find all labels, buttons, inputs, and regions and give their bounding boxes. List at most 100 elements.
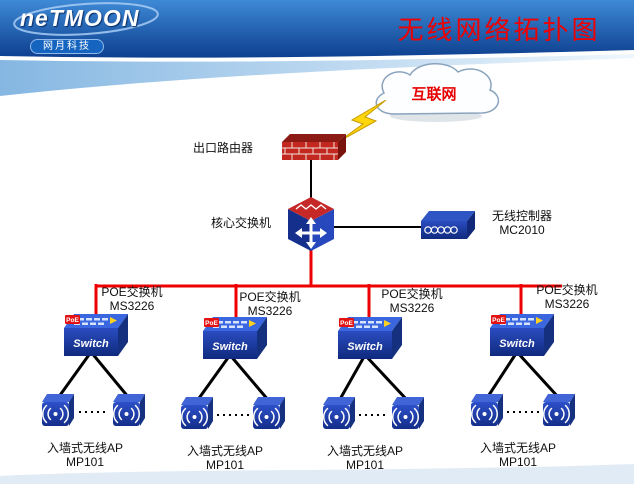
poe-switch-model: MS3226 (109, 299, 155, 313)
ap-icon (253, 397, 285, 429)
logo-ellipse (13, 2, 159, 36)
wireless-icon (471, 404, 498, 424)
ap-icon (323, 397, 355, 429)
switch-side (118, 314, 128, 356)
poe-badge (65, 315, 80, 324)
switch-text: Switch (73, 338, 109, 350)
switch-arrow-icon (384, 320, 391, 327)
poe-switch-node-4: PoE Switch (490, 314, 554, 356)
internet-label: 互联网 (411, 86, 457, 103)
core-switch-top-face (288, 197, 334, 221)
poe-switch-label-1: POE交换机 MS3226 (94, 285, 170, 313)
ap-link-line (195, 354, 232, 402)
poe-badge-text: PoE (66, 317, 79, 324)
poe-switch-label-4: POE交换机 MS3226 (529, 283, 605, 311)
poe-switch-model: MS3226 (544, 297, 590, 311)
ap-node (541, 394, 577, 428)
poe-switch-model: MS3226 (389, 301, 435, 315)
switch-arrow-icon (249, 320, 256, 327)
ap-icon (42, 394, 74, 426)
poe-badge-text: PoE (340, 320, 353, 327)
switch-front (64, 328, 118, 356)
router-brick-lines (282, 142, 338, 160)
core-switch-node (286, 193, 336, 253)
cloud-icon (375, 63, 500, 122)
footer-swoosh-shape (0, 464, 634, 484)
controller-name: 无线控制器 (491, 209, 552, 223)
ap-name: 入墙式无线AP (186, 444, 263, 458)
poe-switch-icon: PoE Switch (203, 317, 267, 359)
ap-node (111, 394, 147, 428)
poe-switch-label-3: POE交换机 MS3226 (374, 287, 450, 315)
ap-model: MP101 (498, 455, 538, 469)
controller-model: MC2010 (499, 223, 545, 237)
poe-switch-model: MS3226 (247, 304, 293, 318)
ap-model: MP101 (205, 458, 245, 472)
ap-link-line (56, 351, 93, 399)
poe-switch-name: POE交换机 (381, 287, 443, 301)
ap-node (469, 394, 505, 428)
wireless-icon (113, 404, 140, 424)
header: neTMOON 网月科技 无线网络拓扑图 (0, 0, 634, 120)
ap-link-line (515, 350, 561, 400)
switch-text: Switch (347, 341, 383, 353)
ap-links (56, 350, 561, 403)
wireless-icon (543, 404, 570, 424)
ap-name: 入墙式无线AP (46, 441, 123, 455)
ap-node (40, 394, 76, 428)
switch-text: Switch (499, 338, 535, 350)
ap-name: 入墙式无线AP (326, 444, 403, 458)
wireless-icon (253, 407, 280, 427)
poe-badge (491, 315, 506, 324)
ap-link-line (363, 353, 410, 403)
poe-badge-text: PoE (492, 317, 505, 324)
poe-switch-icon: PoE Switch (64, 314, 128, 356)
ap-pair-dotted-lines (79, 411, 539, 416)
ap-icon (392, 397, 424, 429)
switch-arrow-icon (536, 317, 543, 324)
ap-node (390, 397, 426, 431)
ap-link-line (337, 354, 367, 402)
ap-name: 入墙式无线AP (479, 441, 556, 455)
core-switch-label: 核心交换机 (210, 216, 271, 230)
logo: neTMOON (6, 2, 176, 36)
switch-arrow-icon (110, 317, 117, 324)
footer-swoosh (0, 464, 634, 484)
header-swoosh (0, 54, 634, 96)
controller-label: 无线控制器 MC2010 (484, 209, 560, 237)
router-node (282, 134, 346, 160)
poe-badge-text: PoE (205, 320, 218, 327)
poe-switch-name: POE交换机 (239, 290, 301, 304)
poe-switch-icon: PoE Switch (338, 317, 402, 359)
core-switch-zigzag (295, 204, 327, 210)
router-icon (282, 134, 346, 160)
ap-node (321, 397, 357, 431)
controller-node (421, 211, 475, 243)
controller-icon (421, 211, 475, 239)
logo-text: neTMOON (20, 5, 140, 31)
router-top (282, 134, 346, 142)
poe-switch-label-2: POE交换机 MS3226 (232, 290, 308, 318)
router-label: 出口路由器 (192, 141, 253, 155)
ap-link-line (485, 351, 519, 399)
router-front (282, 142, 338, 160)
poe-switch-name: POE交换机 (101, 285, 163, 299)
controller-top (421, 211, 475, 221)
internet-node: 互联网 (364, 56, 504, 124)
logo-subtitle-text: 网月科技 (30, 39, 104, 54)
ap-label-2: 入墙式无线AP MP101 (177, 444, 273, 472)
ap-node (251, 397, 287, 431)
poe-switch-node-2: PoE Switch (203, 317, 267, 359)
poe-switch-icon: PoE Switch (490, 314, 554, 356)
ap-label-4: 入墙式无线AP MP101 (470, 441, 566, 469)
poe-switch-node-1: PoE Switch (64, 314, 128, 356)
ap-link-line (228, 354, 271, 402)
wireless-icon (323, 407, 350, 427)
ap-icon (471, 394, 503, 426)
ap-model: MP101 (345, 458, 385, 472)
poe-switch-node-3: PoE Switch (338, 317, 402, 359)
ap-link-line (89, 351, 131, 399)
switch-text: Switch (212, 341, 248, 353)
wireless-icon (42, 404, 69, 424)
controller-side (467, 211, 475, 239)
